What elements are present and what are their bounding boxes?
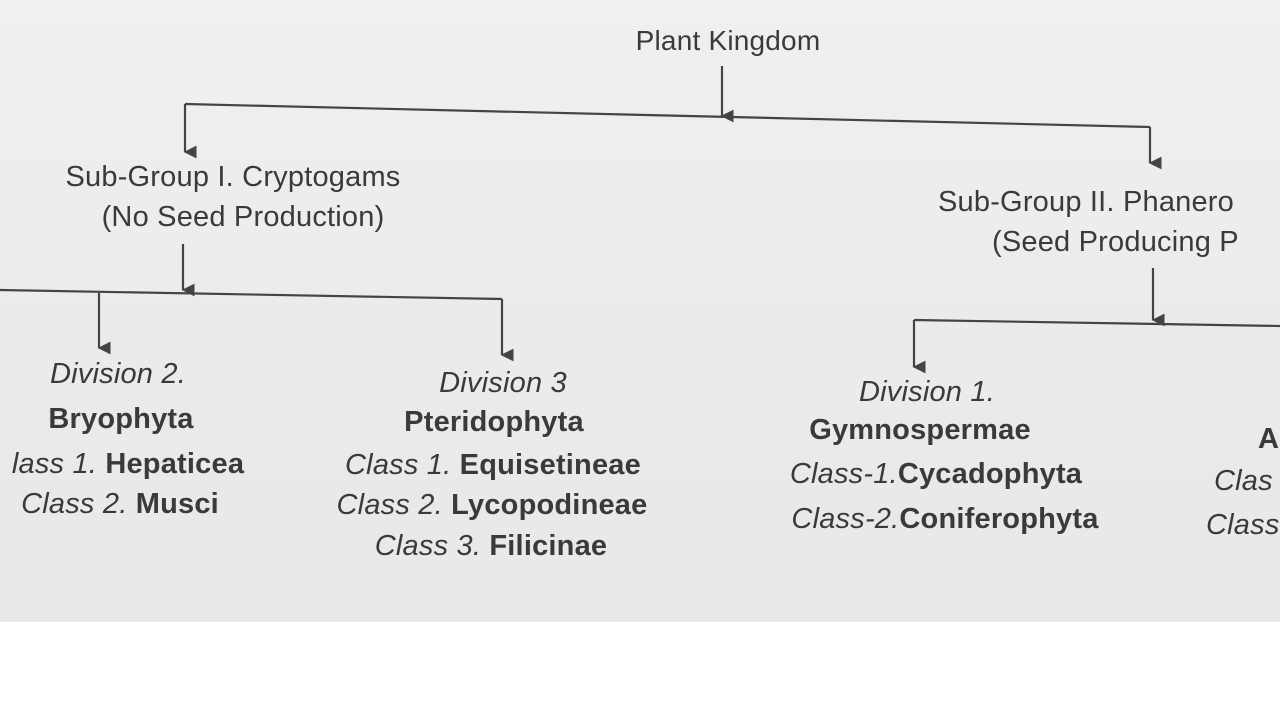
- pteridophyta-class-2: Class 2. Lycopodineae: [336, 489, 648, 521]
- bryophyta-class-1: lass 1. Hepaticea: [11, 448, 245, 480]
- subgroup1-bar: [0, 288, 503, 301]
- pteridophyta-class-3: Class 3. Filicinae: [374, 530, 608, 562]
- bryophyta-division-label: Division 2.: [50, 358, 186, 390]
- angiospermae-class-1-clipped: Clas: [1214, 465, 1273, 497]
- subgroup1-subtitle: (No Seed Production): [101, 201, 385, 233]
- bryophyta-name: Bryophyta: [48, 403, 194, 435]
- subgroup2-title: Sub-Group II. Phanero: [938, 186, 1234, 218]
- angiospermae-name-clipped: A: [1258, 423, 1280, 455]
- pteridophyta-division-label: Division 3: [439, 367, 567, 399]
- gymnospermae-name: Gymnospermae: [809, 414, 1031, 446]
- pteridophyta-class-1: Class 1. Equisetineae: [345, 449, 641, 481]
- angiospermae-class-2-clipped: Class: [1206, 509, 1280, 541]
- gymnospermae-class-1: Class-1.Cycadophyta: [789, 458, 1083, 490]
- subgroup1-title: Sub-Group I. Cryptogams: [65, 161, 401, 193]
- bryophyta-class-2: Class 2. Musci: [21, 488, 219, 520]
- gymnospermae-division-label: Division 1.: [859, 376, 995, 408]
- root-node: Plant Kingdom: [635, 25, 821, 56]
- subgroup2-bar: [913, 318, 1280, 328]
- pteridophyta-name: Pteridophyta: [404, 406, 584, 438]
- subgroup2-subtitle: (Seed Producing P: [992, 226, 1239, 258]
- gymnospermae-class-2: Class-2.Coniferophyta: [791, 503, 1099, 535]
- root-bar: [184, 102, 1151, 129]
